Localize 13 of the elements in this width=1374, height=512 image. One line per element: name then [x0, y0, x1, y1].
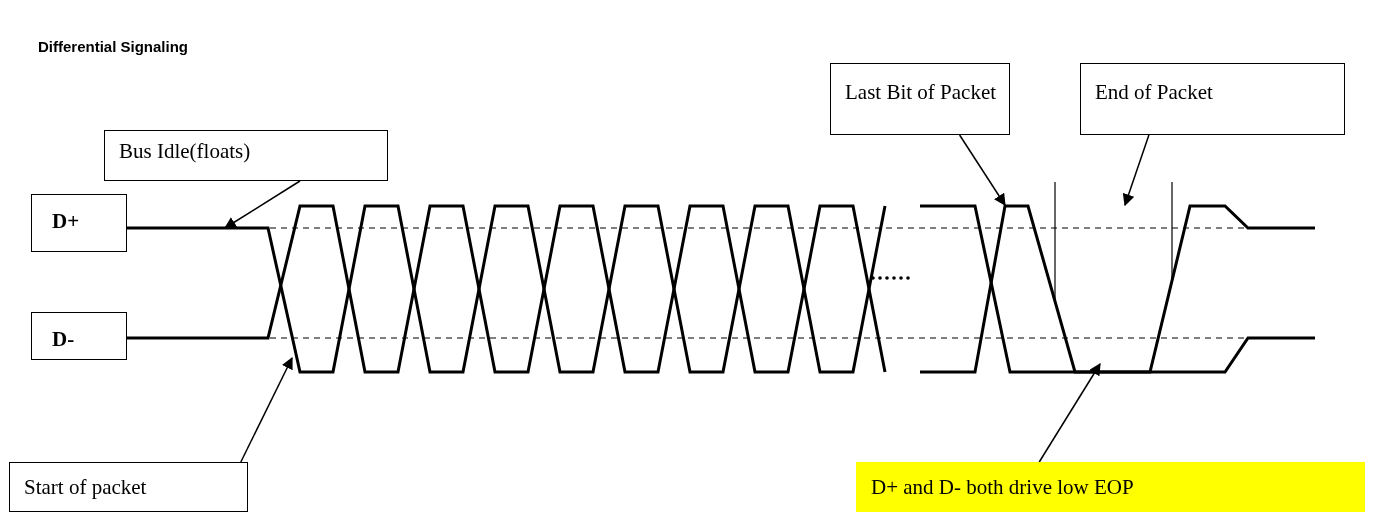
signal-label-box: D+ — [31, 194, 127, 252]
callout-box: End of Packet — [1080, 63, 1345, 135]
leader-arrow — [958, 134, 1006, 206]
callout-box: Bus Idle(floats) — [104, 130, 388, 181]
note-box: D+ and D- both drive low EOP — [856, 462, 1365, 512]
signal-label-box: D- — [31, 312, 127, 360]
leader-arrow — [1122, 134, 1150, 207]
callout-box: Start of packet — [9, 462, 248, 512]
leader-arrow — [1038, 363, 1101, 463]
leader-arrow — [240, 356, 293, 463]
diagram-title: Differential Signaling — [38, 38, 188, 55]
leader-arrow — [224, 180, 301, 229]
callout-box: Last Bit of Packet — [830, 63, 1010, 135]
